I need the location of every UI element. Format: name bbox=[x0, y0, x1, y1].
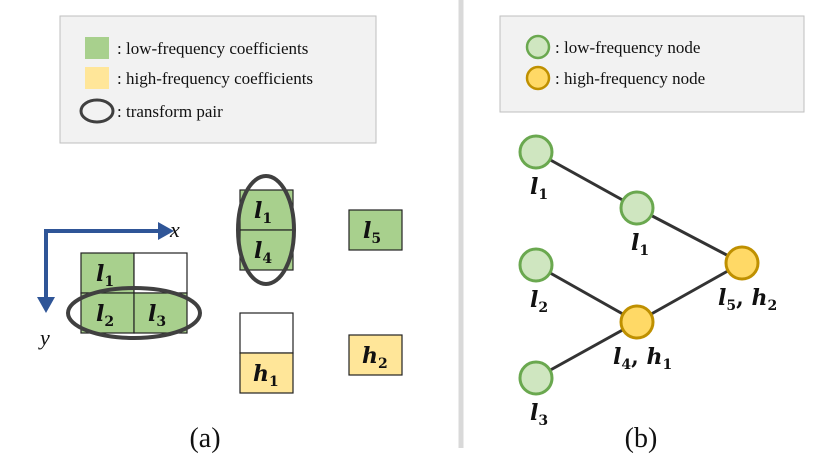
panel-b: : low-frequency node : high-frequency no… bbox=[499, 15, 805, 454]
mid-cell-empty bbox=[239, 312, 294, 354]
legend-pair-ellipse bbox=[79, 98, 115, 124]
legend-low-label: : low-frequency coefficients bbox=[117, 39, 308, 58]
panel-a: : low-frequency coefficients : high-freq… bbox=[37, 15, 403, 454]
tree-edge-c-e bbox=[535, 320, 638, 380]
right-cell-l5 bbox=[348, 209, 403, 251]
mid-cell-h1 bbox=[239, 352, 294, 394]
middle-high-block: h1 bbox=[239, 312, 294, 394]
transform-pair-ellipse-bottom bbox=[66, 286, 202, 340]
mid-label-h1: h1 bbox=[253, 361, 279, 390]
legend-low-swatch bbox=[85, 37, 109, 59]
legend-high-swatch bbox=[85, 67, 109, 89]
mid-label-l1: l1 bbox=[254, 198, 272, 227]
tree-node-c-low bbox=[518, 360, 554, 396]
grid-label-l3: l3 bbox=[148, 301, 166, 330]
grid-cell-l2 bbox=[80, 292, 135, 334]
tree-edge-d-f bbox=[636, 206, 743, 265]
legend-pair-label: : transform pair bbox=[117, 102, 223, 121]
tree-node-a-low bbox=[518, 134, 554, 170]
right-label-h2: h2 bbox=[362, 343, 388, 372]
coefficient-grid: l1 l2 l3 bbox=[66, 252, 202, 340]
y-axis-arrowhead bbox=[37, 297, 55, 313]
legend-low-node-label: : low-frequency node bbox=[555, 38, 700, 57]
legend-b-box bbox=[499, 15, 805, 113]
tree-node-d-low bbox=[619, 190, 655, 226]
tree-node-label-f: l5, h2 bbox=[718, 285, 777, 314]
mid-label-l4: l4 bbox=[254, 238, 272, 267]
tree-nodes: l1 l2 l3 l1 l4, h1 l5, h2 bbox=[518, 134, 777, 429]
axis-lines bbox=[44, 229, 158, 300]
grid-label-l2: l2 bbox=[96, 301, 114, 330]
tree-node-label-b: l2 bbox=[530, 287, 548, 316]
tree-node-b-low bbox=[518, 247, 554, 283]
tree-node-label-d: l1 bbox=[631, 230, 649, 259]
grid-cell-l3 bbox=[133, 292, 188, 334]
tree-edge-a-d bbox=[535, 150, 638, 210]
tree-edge-b-e bbox=[535, 263, 638, 324]
tree-node-label-c: l3 bbox=[530, 400, 548, 429]
caption-b: (b) bbox=[625, 423, 658, 454]
tree-node-e-high bbox=[619, 304, 655, 340]
grid-label-l1: l1 bbox=[96, 261, 114, 290]
x-axis-label: x bbox=[169, 217, 180, 242]
y-axis-label: y bbox=[38, 325, 50, 350]
tree-edges bbox=[535, 150, 743, 380]
legend-high-node-icon bbox=[525, 65, 551, 91]
legend-high-node-label: : high-frequency node bbox=[555, 69, 705, 88]
right-cell-h2 bbox=[348, 334, 403, 376]
tree-edge-e-f bbox=[636, 261, 743, 324]
right-label-l5: l5 bbox=[363, 218, 381, 247]
x-axis-arrowhead bbox=[158, 222, 174, 240]
tree-node-label-a: l1 bbox=[530, 174, 548, 203]
transform-pair-ellipse-vertical bbox=[236, 174, 296, 286]
tree-node-label-e: l4, h1 bbox=[613, 344, 672, 373]
caption-a: (a) bbox=[189, 423, 220, 454]
mid-cell-l4 bbox=[239, 229, 294, 271]
legend-a-box bbox=[59, 15, 377, 144]
legend-high-label: : high-frequency coefficients bbox=[117, 69, 313, 88]
right-blocks: l5 h2 bbox=[348, 209, 403, 376]
axes: x y bbox=[37, 217, 180, 350]
legend-low-node-icon bbox=[525, 34, 551, 60]
middle-low-block: l1 l4 bbox=[236, 174, 296, 286]
tree-node-f-high bbox=[724, 245, 760, 281]
